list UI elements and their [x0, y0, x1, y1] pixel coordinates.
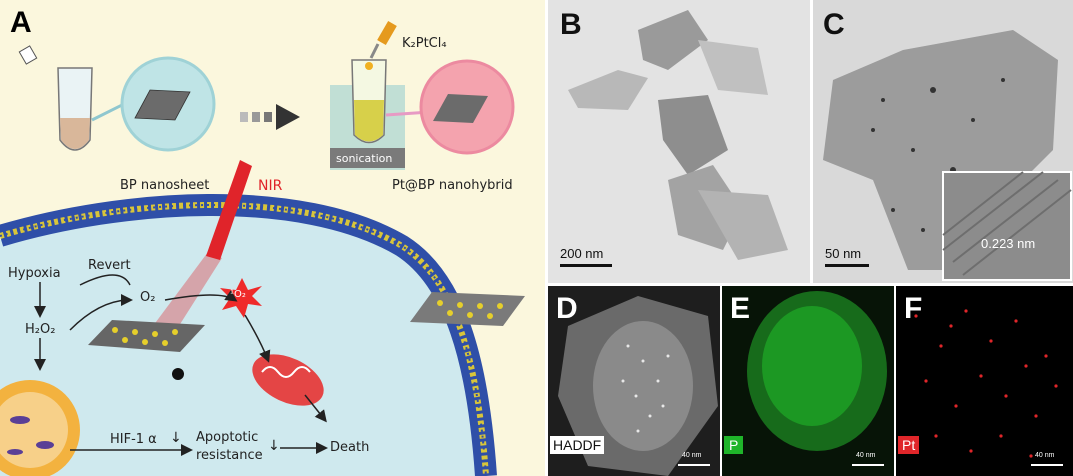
singlet-oxygen-burst — [220, 278, 262, 318]
panel-e: E P 40 nm — [722, 286, 894, 476]
singlet-o2-label: ¹O₂ — [230, 289, 246, 300]
lattice-spacing-label: 0.223 nm — [981, 236, 1036, 251]
apoptotic-down-arrow: ↓ — [268, 438, 280, 454]
bp-nanosheet-label: BP nanosheet — [120, 178, 210, 193]
panel-f-label: F — [904, 292, 923, 325]
scale-bar-c — [825, 264, 869, 267]
eds-map-pt — [896, 286, 1073, 476]
scale-label-c: 50 nm — [825, 246, 862, 261]
death-label: Death — [330, 440, 370, 455]
nir-beam — [206, 160, 252, 260]
panel-f: F Pt 40 nm — [896, 286, 1073, 476]
process-arrow-icon — [240, 104, 300, 130]
haddf-image — [548, 286, 720, 476]
panel-a-schematic — [0, 20, 525, 476]
panel-d-label: D — [556, 292, 578, 325]
sonication-label: sonication — [336, 152, 393, 165]
eds-map-p — [722, 286, 894, 476]
tem-image-c — [813, 0, 1073, 283]
revert-label: Revert — [88, 258, 131, 273]
reagent-label: K₂PtCl₄ — [402, 36, 447, 51]
panel-b: B 200 nm — [548, 0, 810, 283]
tem-image-b — [548, 0, 810, 283]
resistance-label: resistance — [196, 448, 263, 463]
panel-a: A K₂PtCl₄ sonication BP nanosheet Pt@BP … — [0, 0, 545, 476]
h2o2-label: H₂O₂ — [25, 322, 56, 337]
o2-label: O₂ — [140, 290, 156, 305]
apoptotic-label: Apoptotic — [196, 430, 259, 445]
haddf-tag: HADDF — [550, 436, 605, 454]
ptbp-nanosheet — [88, 320, 205, 352]
scale-bar-e — [852, 464, 884, 466]
panel-c: C 50 nm 0.223 nm — [813, 0, 1073, 283]
test-tube-icon — [18, 45, 93, 151]
scale-label-f: 40 nm — [1035, 452, 1055, 459]
scale-bar-f — [1031, 464, 1063, 466]
p-tag: P — [724, 436, 744, 454]
scale-bar-d — [678, 464, 710, 466]
hrtem-inset — [942, 171, 1072, 281]
panel-e-label: E — [730, 292, 751, 325]
scale-bar-b — [560, 264, 612, 267]
hypoxia-label: Hypoxia — [8, 266, 61, 281]
hif-down-arrow: ↓ — [170, 430, 182, 446]
nanohybrid-label: Pt@BP nanohybrid — [392, 178, 513, 193]
panel-a-label: A — [10, 6, 32, 39]
scale-label-d: 40 nm — [682, 452, 702, 459]
panel-d: D HADDF 40 nm — [548, 286, 720, 476]
scale-label-b: 200 nm — [560, 246, 604, 261]
hif-label: HIF-1 α — [110, 432, 157, 447]
nir-label: NIR — [258, 178, 283, 194]
panel-b-label: B — [560, 8, 582, 41]
dropper-icon — [365, 20, 397, 70]
panel-c-label: C — [823, 8, 845, 41]
pt-tag: Pt — [898, 436, 920, 454]
scale-label-e: 40 nm — [856, 452, 876, 459]
